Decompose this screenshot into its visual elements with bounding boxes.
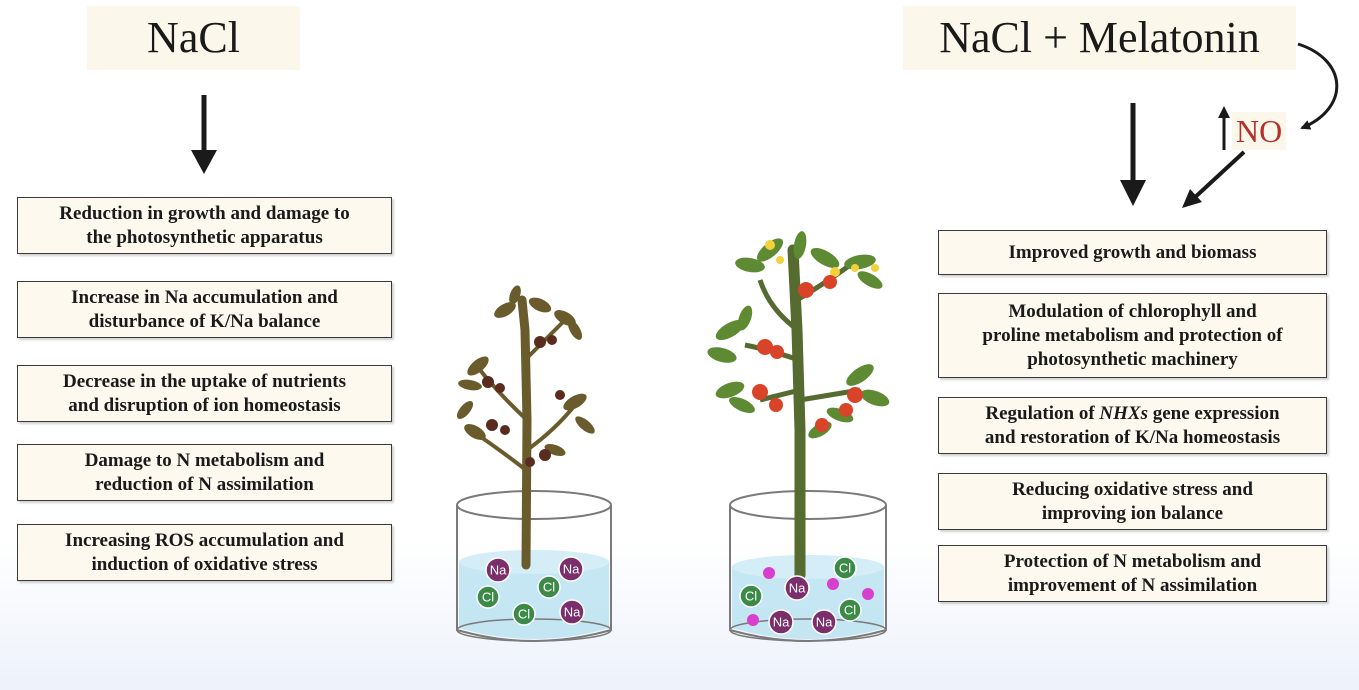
right-effect-chl-line3: photosynthetic machinery (1027, 348, 1238, 370)
right-effect-growth: Improved growth and biomass (938, 230, 1327, 275)
right-na-ion-1: Na (784, 575, 810, 601)
right-effect-chl-line2: proline metabolism and protection of (982, 324, 1283, 346)
left-effect-growth-line2: the photosynthetic apparatus (86, 226, 323, 248)
na-ion-label: Na (816, 615, 833, 630)
left-effect-nmet-line2: reduction of N assimilation (95, 473, 314, 495)
left-effect-nutrients-line2: and disruption of ion homeostasis (68, 394, 341, 416)
right-effect-nhx-gene: NHXs (1099, 402, 1148, 424)
no-increase-arrow-icon (1218, 106, 1230, 150)
right-cl-ion-1: Cl (833, 556, 857, 580)
left-cl-ion-3: Cl (512, 602, 536, 626)
arrow-melatonin-down (1120, 103, 1146, 206)
cl-ion-label: Cl (543, 580, 555, 595)
right-cl-ion-2: Cl (739, 584, 763, 608)
cl-ion-label: Cl (482, 590, 494, 605)
title-nacl-melatonin: NaCl + Melatonin (903, 6, 1296, 70)
right-effect-nhx-post: gene expression (1147, 402, 1280, 424)
title-nacl: NaCl (87, 6, 300, 70)
left-na-ion-3: Na (559, 599, 585, 625)
left-effect-na-line2: disturbance of K/Na balance (88, 310, 321, 332)
na-ion-label: Na (490, 563, 507, 578)
na-ion-label: Na (773, 615, 790, 630)
left-cl-ion-2: Cl (476, 585, 500, 609)
cl-ion-label: Cl (839, 561, 851, 576)
right-na-ion-2: Na (768, 609, 794, 635)
left-effect-ros-line2: induction of oxidative stress (91, 553, 318, 575)
right-na-ion-3: Na (811, 609, 837, 635)
right-cl-ion-3: Cl (838, 598, 862, 622)
left-effect-ros-line1: Increasing ROS accumulation and (65, 529, 344, 551)
right-effect-nhx-line2: and restoration of K/Na homeostasis (984, 426, 1281, 448)
right-effect-chl-line1: Modulation of chlorophyll and (1008, 300, 1257, 322)
arrow-melatonin-to-no (1297, 42, 1339, 130)
left-effect-growth-line1: Reduction in growth and damage to (59, 202, 350, 224)
melatonin-molecules (747, 567, 874, 626)
left-na-ion-2: Na (558, 556, 584, 582)
na-ion-label: Na (563, 562, 580, 577)
nitric-oxide-label: NO (1232, 112, 1287, 150)
left-cl-ion-1: Cl (537, 575, 561, 599)
left-effect-nutrients-line1: Decrease in the uptake of nutrients (62, 370, 347, 392)
right-effect-n-line1: Protection of N metabolism and (1003, 550, 1262, 572)
left-effect-na-line1: Increase in Na accumulation and (71, 286, 338, 308)
cl-ion-label: Cl (745, 589, 757, 604)
cl-ion-label: Cl (518, 607, 530, 622)
right-effect-ox-line2: improving ion balance (1041, 502, 1224, 524)
arrow-no-to-effects (1182, 150, 1246, 208)
right-effect-nhx-pre: Regulation of (985, 402, 1100, 424)
na-ion-label: Na (564, 605, 581, 620)
cl-ion-label: Cl (844, 603, 856, 618)
arrow-nacl-down (191, 95, 217, 174)
healthy-plant-illustration: Na Na Na Cl Cl Cl (707, 231, 890, 642)
left-na-ion-1: Na (485, 557, 511, 583)
right-effect-n-line2: improvement of N assimilation (1007, 574, 1258, 596)
stressed-plant-illustration: Na Na Na Cl Cl Cl (456, 285, 612, 642)
left-effect-nmet-line1: Damage to N metabolism and (84, 449, 325, 471)
na-ion-label: Na (789, 581, 806, 596)
right-effect-growth-text: Improved growth and biomass (1008, 241, 1257, 263)
right-effect-ox-line1: Reducing oxidative stress and (1012, 478, 1253, 500)
